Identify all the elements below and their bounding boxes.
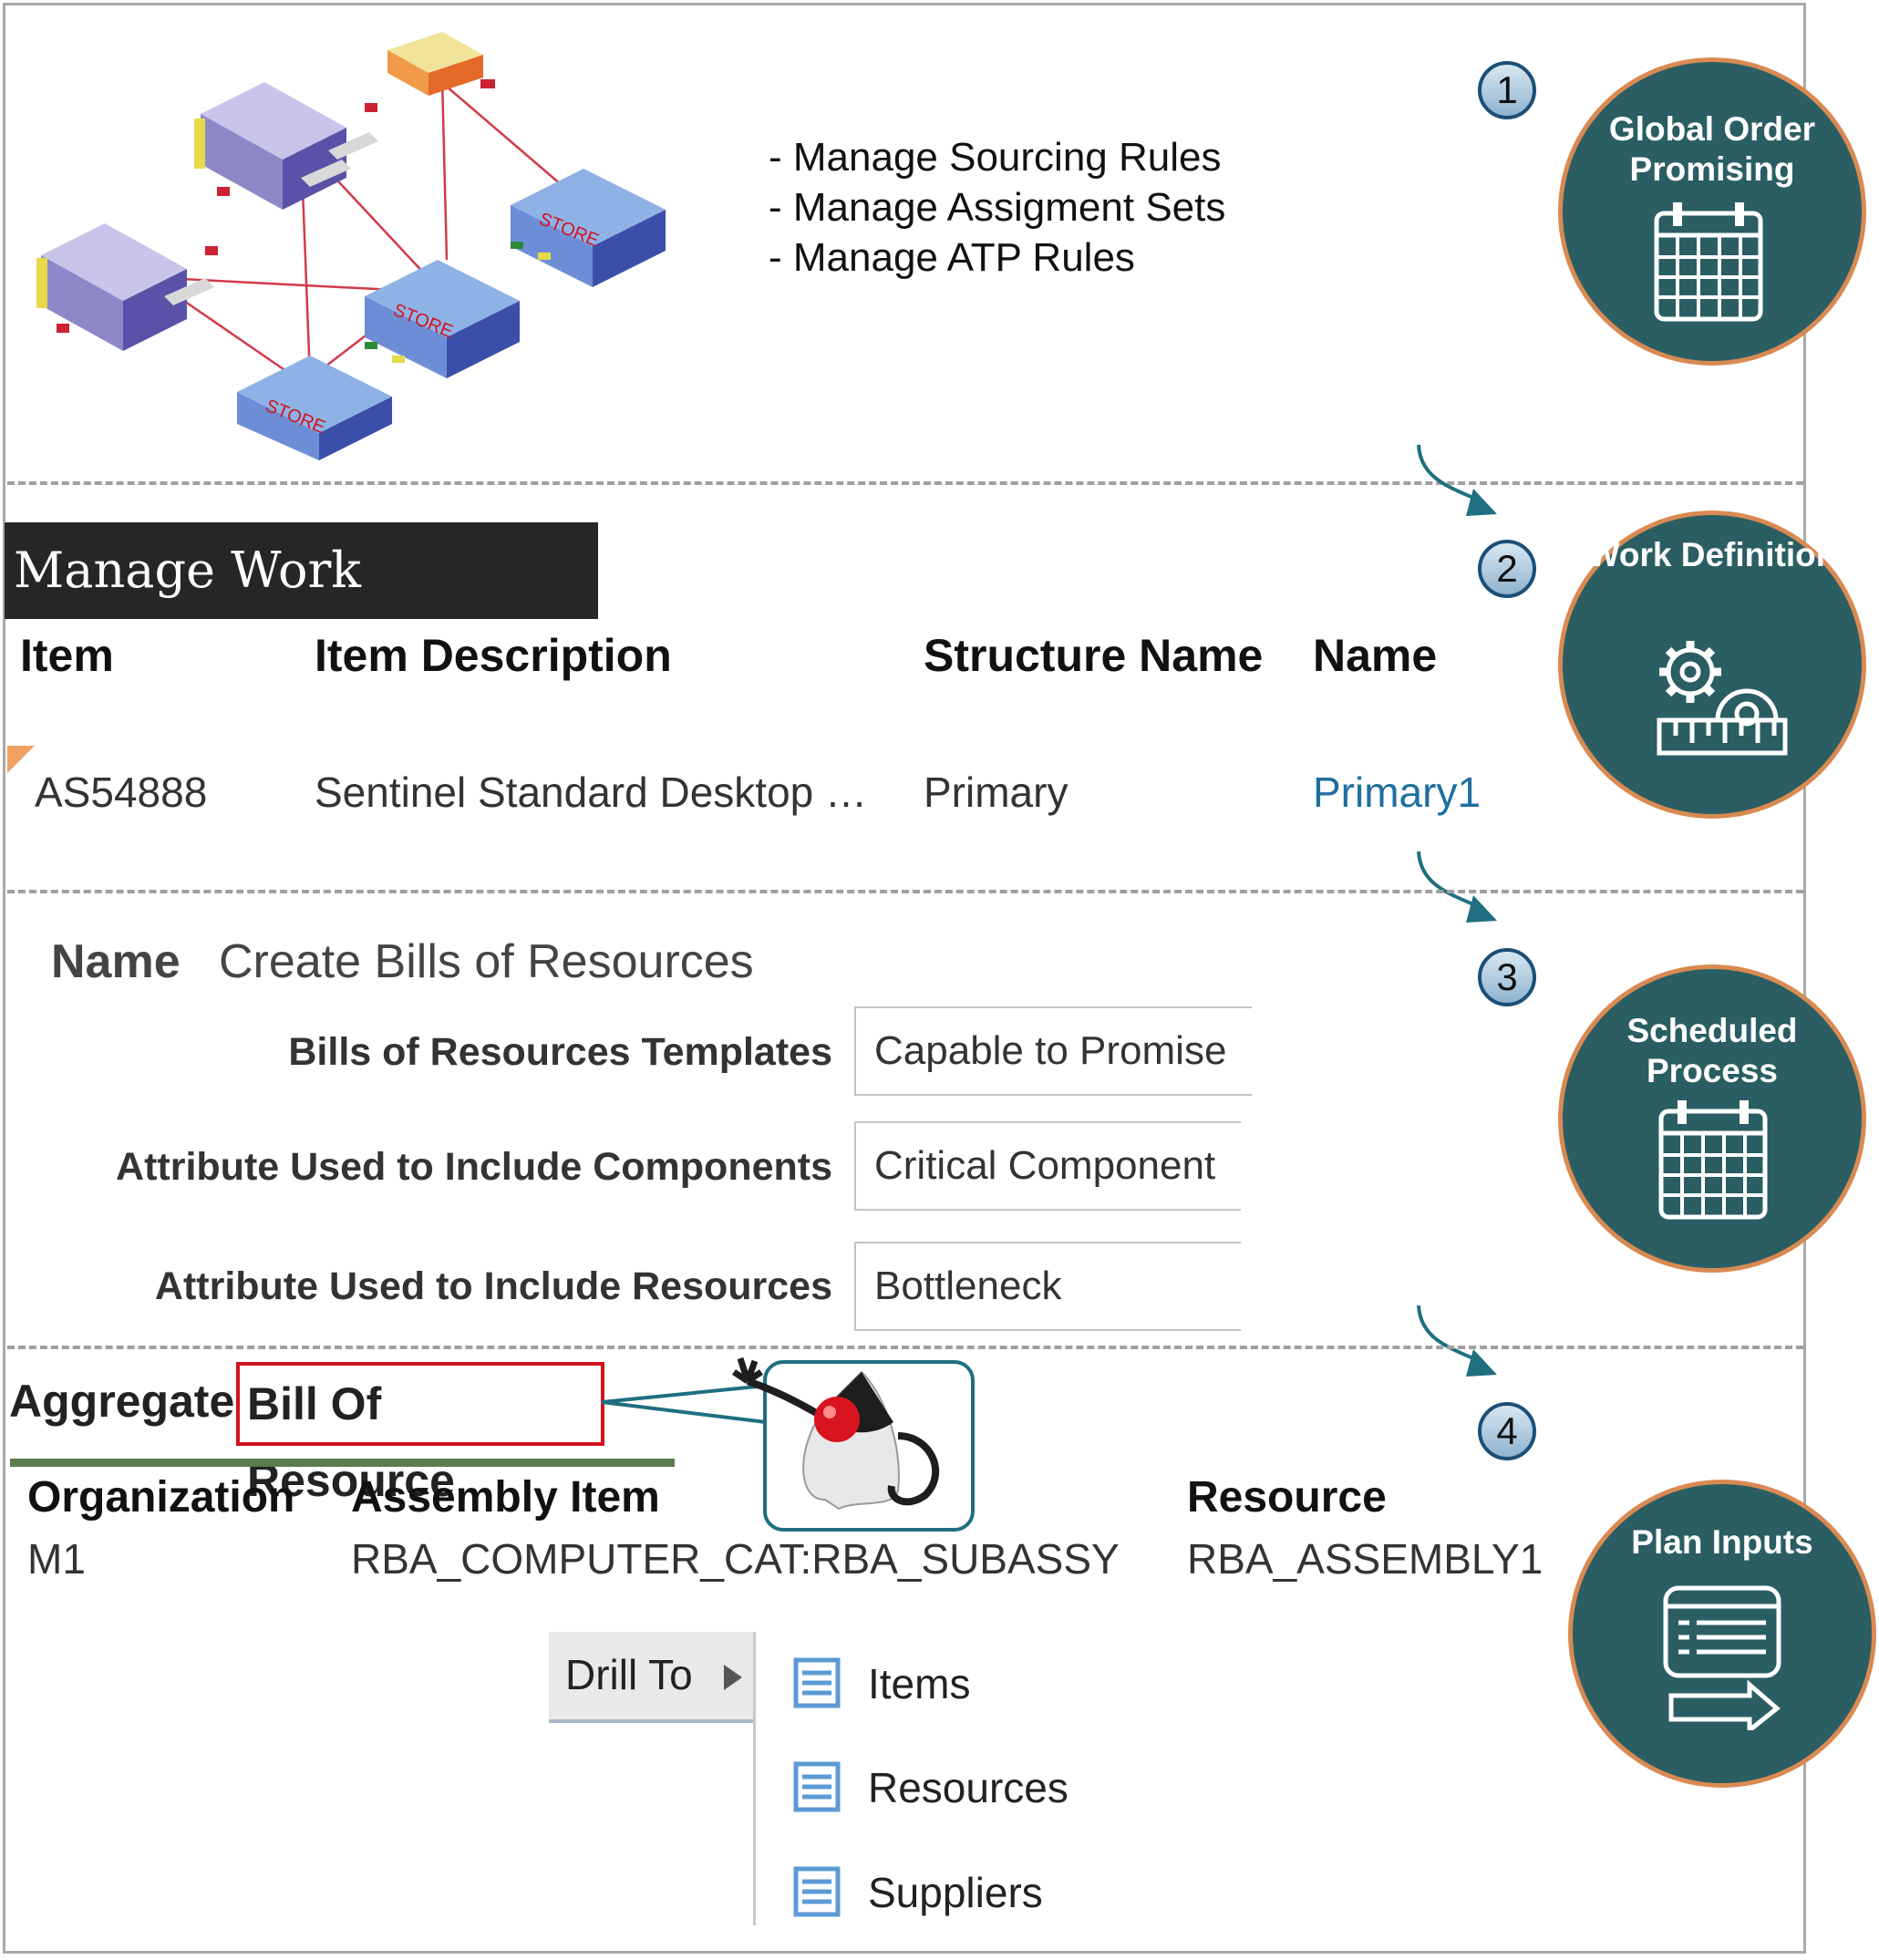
- menu-item-label: Items: [868, 1660, 971, 1707]
- section-divider-1: [7, 481, 1803, 485]
- menu-item-label: Resources: [868, 1764, 1069, 1811]
- gears-ruler-icon: [1657, 641, 1788, 756]
- store-b: STORE: [365, 260, 520, 378]
- cell-item-description: Sentinel Standard Desktop …: [315, 769, 868, 816]
- calendar-icon: [1654, 202, 1763, 322]
- step-circle-scheduled-process: Scheduled Process: [1563, 969, 1862, 1268]
- step-number-2: 2: [1478, 540, 1536, 598]
- include-components-attribute-field[interactable]: Critical Component: [854, 1121, 1241, 1211]
- cell-resource: RBA_ASSEMBLY1: [1187, 1535, 1543, 1583]
- step-circle-work-definition: Work Definition: [1563, 515, 1862, 814]
- bill-of-resources-templates-label: Bills of Resources Templates: [288, 1030, 832, 1074]
- name-label: Name: [51, 935, 181, 988]
- frame-border: [3, 3, 1806, 1954]
- column-header-assembly-item: Assembly Item: [351, 1473, 660, 1522]
- cell-structure-name: Primary: [924, 769, 1069, 816]
- store-c: STORE: [237, 356, 392, 460]
- step-number-3: 3: [1478, 948, 1536, 1006]
- step-circle-global-order-promising: Global Order Promising: [1563, 62, 1862, 361]
- task-atp-rules: - Manage ATP Rules: [769, 235, 1135, 280]
- supply-network-illustration: STORE STORE STORE: [36, 32, 666, 460]
- column-header-structure-name: Structure Name: [924, 630, 1264, 681]
- include-components-attribute-label: Attribute Used to Include Components: [116, 1145, 832, 1189]
- circle-title: Plan Inputs: [1631, 1523, 1813, 1561]
- section-divider-2: [7, 890, 1803, 893]
- list-icon: [793, 1761, 841, 1812]
- bill-of-resources-templates-field[interactable]: Capable to Promise: [854, 1006, 1252, 1096]
- work-definition-name-link[interactable]: Primary1: [1313, 769, 1482, 816]
- menu-item-label: Suppliers: [868, 1869, 1043, 1916]
- flow-arrow-1: [1417, 444, 1497, 516]
- task-assignment-sets: - Manage Assigment Sets: [769, 185, 1226, 230]
- circle-title: Global Order Promising: [1608, 110, 1816, 188]
- calendar-icon: [1658, 1100, 1768, 1220]
- bill-of-resource-highlight: Bill Of Resource: [236, 1362, 604, 1506]
- submenu-divider: [753, 1632, 756, 1925]
- column-header-item: Item: [20, 630, 114, 681]
- cell-item: AS54888: [35, 769, 208, 816]
- title-underline: [10, 1459, 675, 1467]
- step-circle-plan-inputs: Plan Inputs: [1573, 1484, 1872, 1783]
- circle-title: Scheduled Process: [1626, 1012, 1798, 1089]
- drill-to-label: Drill To: [565, 1651, 693, 1698]
- list-icon: [793, 1657, 841, 1708]
- row-selection-marker-icon: [7, 746, 35, 773]
- circle-title: Work Definition: [1587, 536, 1837, 573]
- store-a: STORE: [511, 169, 666, 287]
- step-number-4: 4: [1478, 1402, 1536, 1460]
- document-arrow-icon: [1663, 1585, 1781, 1730]
- include-resources-attribute-label: Attribute Used to Include Resources: [154, 1264, 832, 1308]
- section-divider-3: [7, 1346, 1803, 1349]
- drill-to-menu-item[interactable]: Drill To: [549, 1632, 753, 1723]
- column-header-organization: Organization: [27, 1473, 295, 1522]
- task-sourcing-rules: - Manage Sourcing Rules: [769, 135, 1222, 180]
- column-header-item-description: Item Description: [315, 630, 672, 681]
- aggregate-label: Aggregate: [9, 1376, 235, 1427]
- column-header-name: Name: [1313, 630, 1438, 681]
- mascot-icon: [732, 1357, 940, 1511]
- list-icon: [793, 1866, 841, 1917]
- submenu-arrow-icon: [724, 1665, 742, 1690]
- step-number-1: 1: [1478, 61, 1536, 119]
- cell-assembly-item: RBA_COMPUTER_CAT:RBA_SUBASSY: [351, 1535, 1120, 1583]
- scheduled-process-name: Create Bills of Resources: [219, 935, 754, 988]
- include-resources-attribute-field[interactable]: Bottleneck: [854, 1242, 1241, 1331]
- page-title-manage-work-definitions: Manage Work Definitions: [5, 522, 598, 696]
- cell-organization: M1: [27, 1535, 86, 1583]
- flow-arrow-3: [1417, 1305, 1497, 1377]
- flow-arrow-2: [1417, 851, 1497, 923]
- column-header-resource: Resource: [1187, 1473, 1387, 1522]
